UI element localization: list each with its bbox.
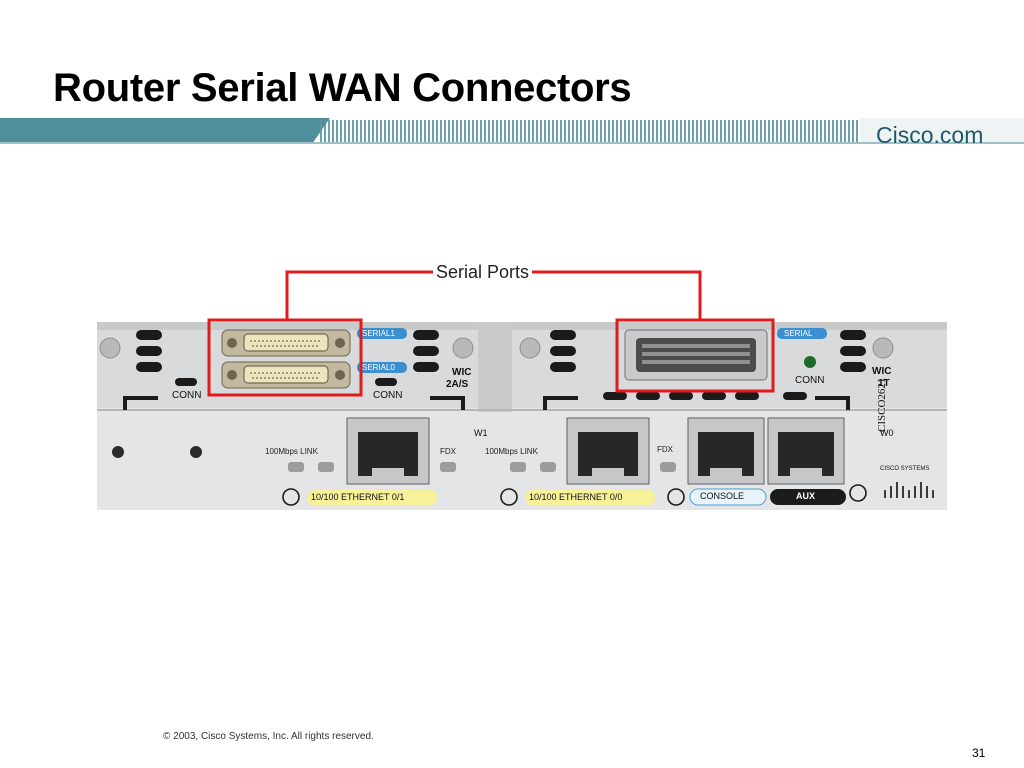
serial1-label: SERIAL1	[362, 329, 395, 338]
console-label: CONSOLE	[700, 491, 745, 501]
fdx-label-2: FDX	[657, 445, 673, 454]
serial0-label: SERIAL0	[362, 363, 395, 372]
fdx-label-1: FDX	[440, 447, 456, 456]
slide-title: Router Serial WAN Connectors	[53, 66, 632, 110]
wic-1t-line2: 1T	[878, 378, 890, 389]
model-label: CISCO2621	[876, 377, 888, 432]
wic-2as-line1: WIC	[452, 367, 472, 378]
ethernet-0-1-label: 10/100 ETHERNET 0/1	[311, 492, 405, 502]
conn-label-1: CONN	[172, 390, 202, 401]
wic-2as-line2: 2A/S	[446, 379, 469, 390]
vendor-label: CISCO SYSTEMS	[880, 466, 930, 472]
link-speed-label-1: 100Mbps LINK	[265, 447, 318, 456]
link-speed-label-2: 100Mbps LINK	[485, 447, 538, 456]
header-band	[0, 118, 1024, 144]
copyright-footer: © 2003, Cisco Systems, Inc. All rights r…	[163, 731, 374, 742]
serial-ports-callout: Serial Ports	[433, 262, 533, 283]
page-number: 31	[972, 746, 986, 760]
conn-label-2: CONN	[373, 390, 403, 401]
wic-1t-line1: WIC	[872, 366, 892, 377]
aux-label: AUX	[796, 491, 816, 501]
ethernet-0-0-label: 10/100 ETHERNET 0/0	[529, 492, 623, 502]
w1-label: W1	[474, 428, 488, 438]
serial-label: SERIAL	[784, 329, 813, 338]
w0-label: W0	[880, 428, 894, 438]
cisco-logo: Cisco.com	[876, 122, 984, 148]
conn-label-3: CONN	[795, 375, 825, 386]
